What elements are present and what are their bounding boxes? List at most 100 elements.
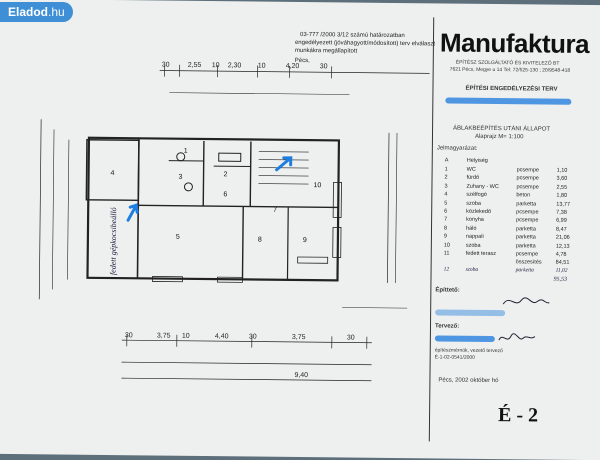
designer-signature [497, 330, 537, 346]
room-floor: parketta [516, 243, 536, 249]
room-area: 13,77 [556, 201, 570, 207]
top-dim-5: 10 [258, 63, 266, 70]
room-floor: beton [516, 192, 530, 198]
builder-label: Építtető: [435, 287, 459, 293]
room-name: nappali [466, 234, 484, 240]
room-num: 9 [444, 234, 447, 240]
hand-row-area: 11,02 [556, 268, 568, 274]
room-number-5: 5 [176, 234, 180, 241]
room-name: Zuhany - WC [466, 184, 498, 190]
room-name: szoba [466, 200, 481, 206]
room-floor: pcsempe [516, 251, 538, 257]
room-number-7: 7 [273, 207, 277, 214]
eladod-badge[interactable]: Eladod.hu [0, 2, 73, 22]
bottom-dim-2: 3,75 [157, 333, 171, 340]
top-dim-1: 30 [162, 62, 170, 69]
room-num: 6 [444, 209, 447, 215]
room-number-4: 4 [111, 170, 115, 177]
room-number-2: 2 [224, 171, 228, 178]
hand-row-floor: parketta [516, 267, 534, 273]
drawing-title: ÁBLAKBEÉPÍTÉS UTÁNI ÁLLAPOT [453, 126, 550, 133]
legend-title: Jelmagyarázat: [437, 145, 478, 151]
bottom-total-dim: 9,40 [294, 372, 308, 379]
room-name: fedett terasz [466, 251, 496, 257]
designer-registration: É-1-02-0541/2000 [435, 354, 475, 360]
badge-brand: Eladod [8, 5, 48, 19]
room-number-1: 1 [184, 148, 188, 155]
room-num: 10 [444, 242, 450, 248]
room-number-6: 6 [223, 191, 227, 198]
room-floor: parketta [516, 226, 536, 232]
approval-stamp-city: Pécs, [295, 58, 310, 64]
total-label: összesítés [516, 259, 542, 265]
room-floor: pcsempe [517, 167, 539, 173]
room-floor: parketta [516, 201, 536, 207]
approval-stamp-line-1: 03-777 /2000 3/12 számú határozatban [300, 32, 405, 39]
top-dim-3: 10 [212, 62, 220, 69]
top-dim-4: 2,30 [228, 62, 242, 69]
bottom-dim-6: 3,75 [292, 334, 306, 341]
room-num: 5 [444, 200, 447, 206]
room-area: 7,38 [556, 210, 567, 216]
room-area: 1,10 [557, 168, 568, 174]
room-area: 21,06 [556, 235, 570, 241]
bottom-dim-4: 4,40 [215, 333, 229, 340]
header-num: A [445, 158, 449, 164]
room-num: 4 [444, 192, 447, 198]
room-num: 8 [444, 225, 447, 231]
city-date: Pécs, 2002 október hó [438, 377, 498, 384]
room-number-3: 3 [179, 174, 183, 181]
room-number-8: 8 [258, 237, 262, 244]
designer-label: Tervező: [435, 323, 459, 329]
header-name: Helyiség [467, 158, 488, 164]
total-row: összesítés 84,51 [444, 259, 579, 268]
room-area: 4,78 [556, 252, 567, 258]
room-name: közlekedő [466, 209, 491, 215]
room-num: 1 [445, 167, 448, 173]
bottom-dim-5: 30 [249, 333, 257, 340]
room-area: 3,60 [557, 176, 568, 182]
plan-type: ÉPÍTÉSI ENGEDÉLYEZÉSI TERV [465, 86, 557, 93]
room-floor: parketta [516, 234, 536, 240]
table-row-handwritten: 12 szoba parketta 11,02 [444, 267, 579, 276]
drawing-subtitle: Alaprajz M= 1:100 [475, 134, 524, 141]
room-number-10: 10 [313, 182, 321, 189]
room-area: 1,80 [556, 193, 567, 199]
room-area: 8,47 [556, 226, 567, 232]
approval-stamp-line-3: munkákra megállapított [295, 48, 357, 55]
badge-tld: .hu [48, 5, 65, 19]
sheet-number: É - 2 [498, 404, 538, 427]
bottom-dim-1: 30 [125, 332, 133, 339]
floor-plan-drawing: 30 2,55 10 2,30 10 4,20 30 30 3,75 10 4,… [0, 0, 434, 453]
room-area: 2,55 [556, 184, 567, 190]
bottom-dim-3: 10 [182, 333, 190, 340]
title-block: Manufaktura ÉPÍTÉSZ SZOLGÁLTATÓ ÉS KIVIT… [429, 17, 584, 443]
room-floor: pcsempe [517, 176, 539, 182]
room-floor: pcsempe [516, 184, 538, 190]
room-area: 6,99 [556, 218, 567, 224]
company-address: 7621 Pécs, Megye u 14 Tel: 72/525-130 ; … [450, 67, 571, 74]
builder-redaction [435, 309, 505, 316]
total-handwritten: 95,53 [553, 277, 567, 283]
redaction-bar [445, 98, 571, 105]
room-name: szélfogó [466, 192, 487, 198]
room-floor: pcsempe [516, 209, 538, 215]
hand-row-name: szoba [466, 267, 479, 273]
room-num: 7 [444, 217, 447, 223]
room-name: konyha [466, 217, 484, 223]
room-num: 11 [444, 251, 450, 257]
top-dim-7: 30 [320, 63, 328, 70]
room-number-9: 9 [303, 237, 307, 244]
room-name: háló [466, 226, 476, 232]
designer-role: építészmérnök, vezető tervező [435, 347, 503, 354]
room-floor: pcsempe [516, 218, 538, 224]
company-subtitle: ÉPÍTÉSZ SZOLGÁLTATÓ ÉS KIVITELEZŐ BT [456, 60, 560, 67]
builder-signature [501, 292, 551, 311]
company-logo: Manufaktura [440, 27, 589, 60]
total-value: 84,51 [556, 260, 570, 266]
room-name: szoba [466, 242, 481, 248]
room-name: WC [467, 167, 476, 173]
carport-label: fedett gépkocsibeálló [109, 207, 119, 275]
room-num: 3 [444, 183, 447, 189]
